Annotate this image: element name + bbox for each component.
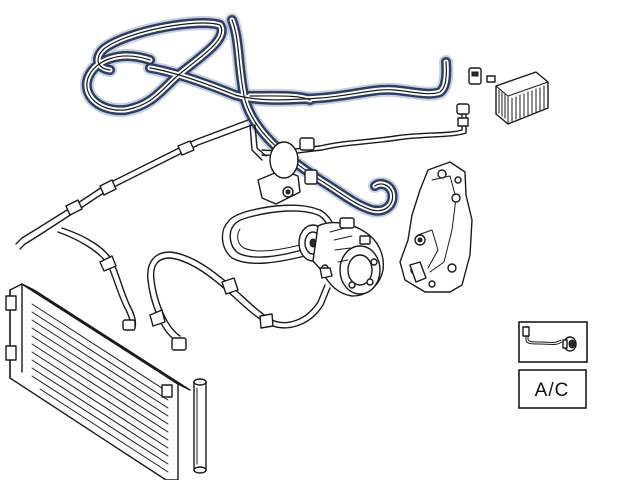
legend-ac[interactable]: A/C [518,369,587,409]
suction-hose-stroke-layer [249,95,311,101]
discharge-hose[interactable] [15,119,253,331]
expansion-valve-port [471,71,479,77]
compressor-port [339,217,355,229]
evaporator-fins [498,85,545,122]
legend-ac-label: A/C [535,380,570,401]
suction-hose-stroke-layer [149,61,447,101]
highlighted-suction-hose[interactable] [79,13,454,218]
suction-hose-stroke-layer [231,19,394,212]
compressor-mount-bracket[interactable] [399,161,473,293]
expansion-valve[interactable] [468,67,482,85]
legend-pressure-switch[interactable] [518,321,588,363]
suction-hose-stroke-layer [86,22,223,111]
evaporator[interactable] [486,71,549,125]
condenser-hose[interactable] [147,251,331,351]
receiver-drier[interactable] [193,378,207,474]
condenser[interactable] [5,283,191,480]
pressure-switch-icon [522,326,577,352]
discharge-hose-end [122,319,136,331]
hose-bracket[interactable] [249,124,318,205]
condenser-fins [31,303,169,473]
liquid-line-fitting [456,103,470,115]
compressor[interactable] [298,217,385,297]
evaporator-fitting [486,75,496,83]
evaporator-body [495,71,549,125]
legend-ac-box [518,369,587,409]
